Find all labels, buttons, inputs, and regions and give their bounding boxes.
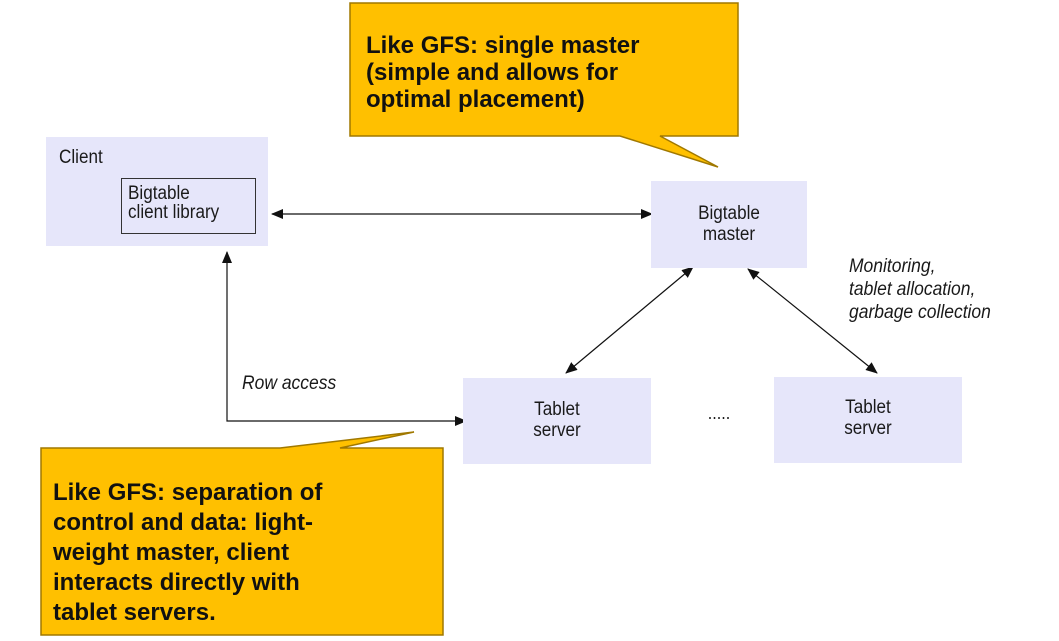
callout-top-text: Like GFS: single master (simple and allo… bbox=[366, 32, 639, 113]
callout-top-line3: optimal placement) bbox=[366, 86, 585, 113]
monitoring-label-line3: garbage collection bbox=[849, 302, 991, 323]
tablet-server-1-line2: server bbox=[533, 420, 581, 441]
tablet-server-node-1: Tablet server bbox=[463, 378, 651, 464]
callout-bottom-line1: Like GFS: separation of bbox=[53, 479, 323, 506]
client-library-label: Bigtable client library bbox=[128, 184, 219, 222]
callout-bottom-line4: interacts directly with bbox=[53, 569, 300, 596]
callout-bottom-text: Like GFS: separation of control and data… bbox=[53, 478, 322, 628]
client-label: Client bbox=[59, 147, 103, 168]
monitoring-label-line2: tablet allocation, bbox=[849, 279, 976, 300]
tablet-server-node-2: Tablet server bbox=[774, 377, 962, 463]
callout-bottom-line5: tablet servers. bbox=[53, 599, 216, 626]
master-label-line1: Bigtable bbox=[698, 203, 760, 224]
monitoring-label-line1: Monitoring, bbox=[849, 256, 936, 277]
tablet-server-2-line2: server bbox=[844, 418, 892, 439]
callout-top-bubble bbox=[349, 2, 739, 168]
tablet-servers-ellipsis: ..... bbox=[707, 403, 731, 423]
tablet-server-2-label: Tablet server bbox=[783, 397, 952, 439]
client-node: Client bbox=[46, 137, 268, 246]
master-tablet1-arrow bbox=[565, 266, 694, 374]
tablet-server-1-line1: Tablet bbox=[534, 399, 580, 420]
client-library-line1: Bigtable bbox=[128, 183, 190, 204]
master-label: Bigtable master bbox=[659, 203, 799, 245]
master-node: Bigtable master bbox=[651, 181, 807, 268]
master-label-line2: master bbox=[702, 224, 756, 245]
callout-bottom-line3: weight master, client bbox=[53, 539, 290, 566]
callout-bottom-bubble bbox=[40, 431, 444, 636]
callout-top-line2: (simple and allows for bbox=[366, 59, 619, 86]
tablet-server-2-line1: Tablet bbox=[845, 397, 891, 418]
client-library-line2: client library bbox=[128, 202, 220, 223]
master-tablet2-arrow bbox=[747, 268, 878, 374]
row-access-label: Row access bbox=[242, 373, 337, 394]
monitoring-label: Monitoring, tablet allocation, garbage c… bbox=[849, 255, 991, 324]
callout-top-line1: Like GFS: single master bbox=[366, 32, 640, 59]
client-library-box: Bigtable client library bbox=[121, 178, 256, 234]
row-access-path bbox=[222, 251, 467, 426]
callout-bottom-line2: control and data: light- bbox=[53, 509, 313, 536]
tablet-server-1-label: Tablet server bbox=[472, 399, 641, 441]
